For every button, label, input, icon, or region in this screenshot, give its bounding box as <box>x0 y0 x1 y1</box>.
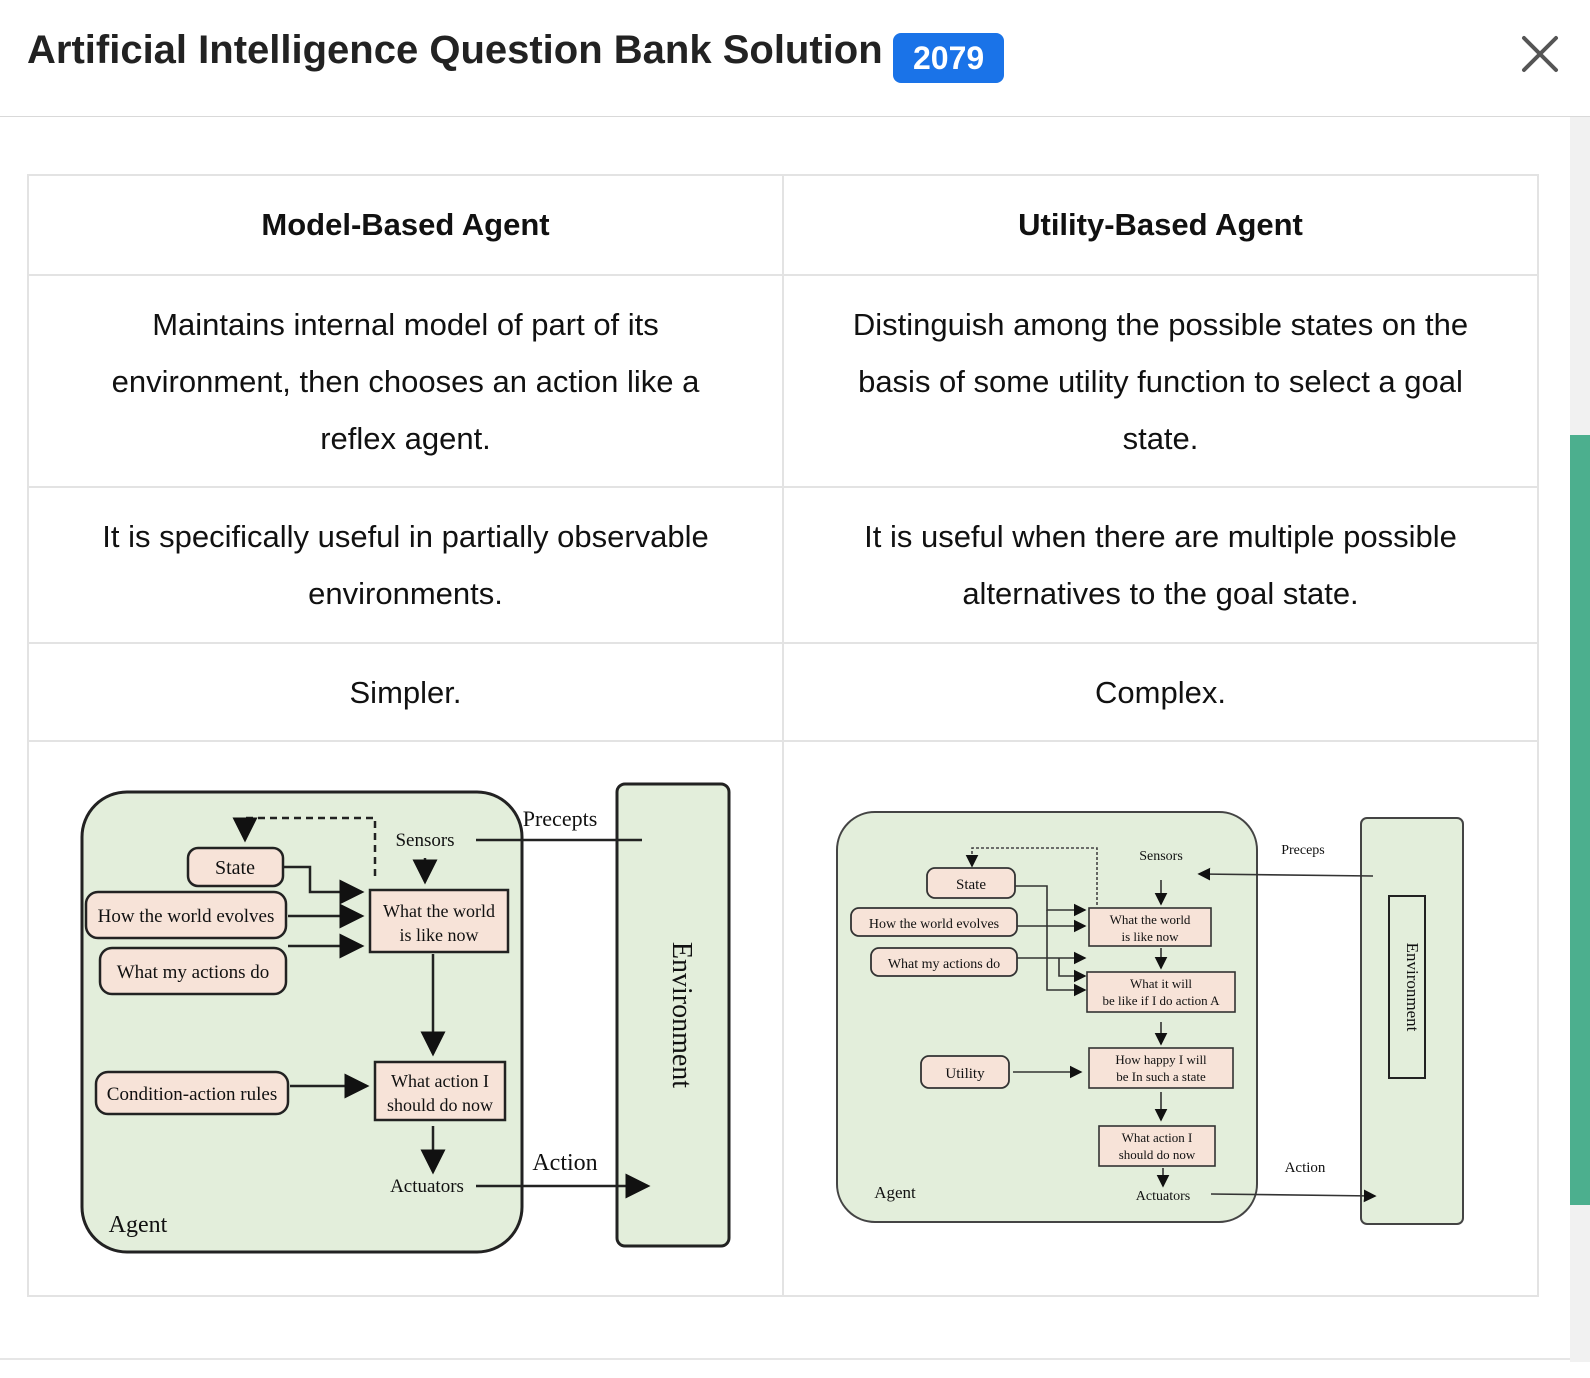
state-label: State <box>956 877 986 893</box>
world-now-label-2: is like now <box>400 925 479 945</box>
action-now-label-1: What action I <box>391 1071 489 1091</box>
rules-label: Condition-action rules <box>107 1084 277 1105</box>
happy-label-1: How happy I will <box>1115 1052 1207 1067</box>
utility-based-diagram-cell: Environment State How the world evolves … <box>782 740 1539 1297</box>
environment-label: Environment <box>1403 943 1422 1032</box>
modal-header: Artificial Intelligence Question Bank So… <box>0 0 1590 117</box>
table-row: Simpler. Complex. <box>27 642 1539 742</box>
scrollbar-thumb[interactable] <box>1570 435 1590 1205</box>
actions-do-label: What my actions do <box>117 962 270 983</box>
action-now-label-1: What action I <box>1122 1130 1193 1145</box>
footer-divider <box>0 1358 1570 1360</box>
environment-inner-box <box>1388 895 1426 1079</box>
actuators-label: Actuators <box>1136 1189 1190 1204</box>
agent-label: Agent <box>109 1212 168 1238</box>
actuators-label: Actuators <box>390 1176 464 1197</box>
world-now-label-1: What the world <box>383 901 495 921</box>
table-cell: Maintains internal model of part of its … <box>27 274 784 488</box>
column-header: Model-Based Agent <box>27 174 784 276</box>
world-evolves-box <box>84 890 288 940</box>
close-icon[interactable] <box>1520 34 1560 74</box>
model-based-diagram-cell: Environment State How the world evolves … <box>27 740 784 1297</box>
rules-box <box>94 1070 290 1116</box>
will-be-box <box>1086 971 1236 1013</box>
environment-box <box>615 782 731 1248</box>
will-be-label-1: What it will <box>1130 976 1192 991</box>
comparison-table: Model-Based Agent Utility-Based Agent Ma… <box>27 174 1539 1297</box>
world-now-label-2: is like now <box>1121 929 1179 944</box>
state-label: State <box>215 857 255 879</box>
modal-title: Artificial Intelligence Question Bank So… <box>27 28 883 72</box>
table-cell: Simpler. <box>27 642 784 742</box>
utility-box <box>920 1055 1010 1089</box>
action-now-box <box>373 1060 507 1122</box>
environment-label: Environment <box>666 942 697 1088</box>
will-be-label-2: be like if I do action A <box>1103 993 1221 1008</box>
sensors-label: Sensors <box>1139 849 1183 864</box>
world-now-box <box>1088 907 1212 947</box>
utility-label: Utility <box>945 1066 985 1082</box>
sensors-label: Sensors <box>395 830 454 851</box>
world-evolves-box <box>850 907 1018 937</box>
actions-do-box <box>870 947 1018 977</box>
column-header: Utility-Based Agent <box>782 174 1539 276</box>
actions-do-label: What my actions do <box>888 957 1000 972</box>
table-cell: Complex. <box>782 642 1539 742</box>
action-now-label-2: should do now <box>1119 1147 1196 1162</box>
world-now-label-1: What the world <box>1110 912 1191 927</box>
table-header-row: Model-Based Agent Utility-Based Agent <box>27 174 1539 276</box>
table-row: It is specifically useful in partially o… <box>27 486 1539 644</box>
precepts-label: Precepts <box>523 806 598 831</box>
table-row: Environment State How the world evolves … <box>27 740 1539 1297</box>
year-badge: 2079 <box>893 33 1005 83</box>
happy-label-2: be In such a state <box>1116 1069 1206 1084</box>
state-box <box>926 867 1016 899</box>
happy-box <box>1088 1047 1234 1089</box>
table-cell: It is specifically useful in partially o… <box>27 486 784 644</box>
world-evolves-label: How the world evolves <box>869 917 999 932</box>
agent-label: Agent <box>874 1183 916 1202</box>
table-row: Maintains internal model of part of its … <box>27 274 1539 488</box>
action-now-box <box>1098 1125 1216 1167</box>
world-evolves-label: How the world evolves <box>98 906 275 927</box>
model-based-agent-diagram: Environment State How the world evolves … <box>80 782 731 1254</box>
action-label: Action <box>1285 1160 1326 1176</box>
table-cell: It is useful when there are multiple pos… <box>782 486 1539 644</box>
action-now-label-2: should do now <box>387 1095 493 1115</box>
utility-based-agent-diagram: Environment State How the world evolves … <box>836 811 1464 1225</box>
action-label: Action <box>532 1150 597 1176</box>
table-cell: Distinguish among the possible states on… <box>782 274 1539 488</box>
world-now-box <box>368 888 510 954</box>
actions-do-box <box>98 946 288 996</box>
preceps-label: Preceps <box>1281 843 1325 858</box>
